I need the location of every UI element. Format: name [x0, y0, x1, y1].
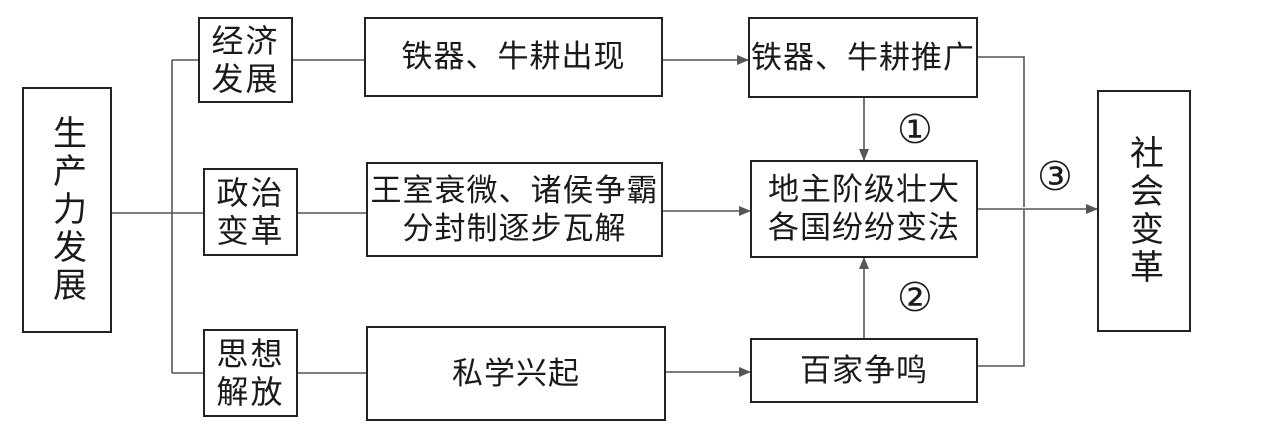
category-economy-line1: 经济 [211, 22, 280, 60]
final-box: 社会变革 [1097, 90, 1191, 332]
category-thought: 思想 解放 [203, 329, 298, 417]
cause-thought-label: 私学兴起 [452, 355, 580, 392]
thought-to-final [978, 210, 1025, 367]
root-label: 生产力发展 [46, 115, 87, 305]
marker-2: ② [897, 275, 933, 321]
result-politics-line1: 地主阶级壮大 [768, 172, 960, 208]
category-economy-line2: 发展 [211, 60, 280, 98]
result-economy: 铁器、牛耕推广 [748, 17, 978, 98]
root-box: 生产力发展 [22, 87, 112, 333]
category-thought-line1: 思想 [216, 335, 285, 373]
cause-economy-label: 铁器、牛耕出现 [401, 39, 626, 75]
category-economy: 经济 发展 [198, 17, 293, 103]
category-politics-line2: 变革 [216, 212, 285, 250]
cause-thought: 私学兴起 [366, 326, 666, 421]
economy-to-final [978, 56, 1025, 207]
cause-economy: 铁器、牛耕出现 [364, 17, 663, 97]
result-politics-line2: 各国纷纷变法 [768, 210, 960, 246]
marker-3: ③ [1037, 154, 1073, 200]
cause-politics: 王室衰微、诸侯争霸 分封制逐步瓦解 [366, 162, 663, 257]
marker-1: ① [897, 107, 933, 153]
cause-politics-line1: 王室衰微、诸侯争霸 [370, 172, 659, 209]
final-label: 社会变革 [1123, 135, 1164, 287]
result-politics: 地主阶级壮大 各国纷纷变法 [750, 160, 978, 258]
cause-politics-line2: 分封制逐步瓦解 [402, 210, 627, 247]
result-thought-label: 百家争鸣 [800, 352, 928, 389]
category-politics-line1: 政治 [216, 174, 285, 212]
result-economy-label: 铁器、牛耕推广 [751, 39, 975, 76]
category-politics: 政治 变革 [203, 168, 298, 256]
result-thought: 百家争鸣 [750, 338, 978, 403]
category-thought-line2: 解放 [216, 373, 285, 411]
